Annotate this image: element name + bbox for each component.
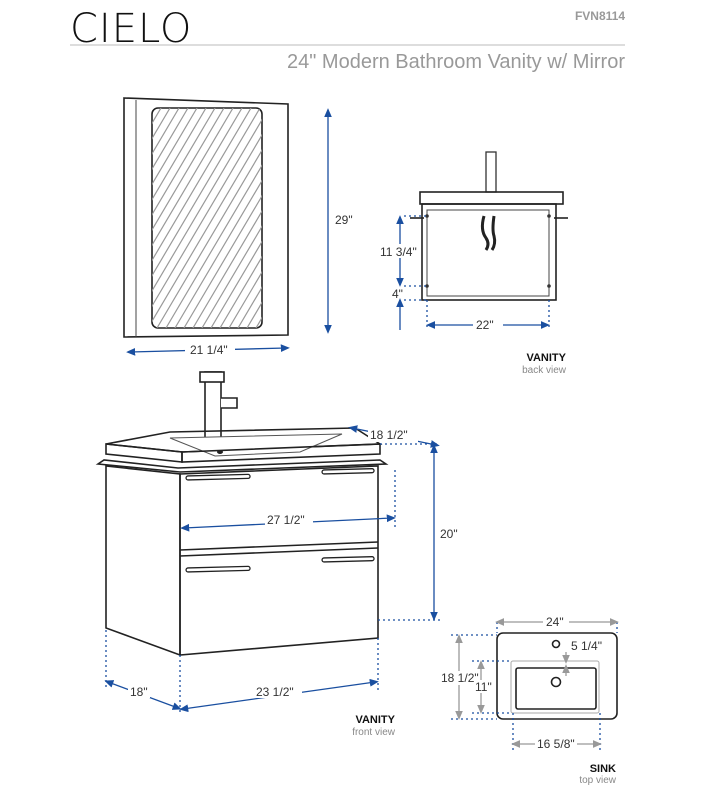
mirror-reflection-line — [152, 108, 171, 328]
vanity-back-view: back view — [522, 365, 567, 376]
mirror-reflection-line — [152, 108, 153, 328]
mirror-reflection-line — [0, 108, 125, 328]
sink-title: SINK — [590, 763, 616, 775]
sink-depth-label: 18 1/2" — [441, 671, 479, 685]
mirror-reflection-line — [152, 108, 234, 328]
mirror-drawing — [0, 97, 289, 338]
mirror-reflection-line — [152, 108, 162, 328]
mirror-reflection-line — [210, 108, 262, 328]
mirror-reflection-line — [228, 108, 262, 328]
mirror-reflection-line — [255, 108, 262, 328]
mirror-reflection-line — [219, 108, 262, 328]
mirror-reflection-line — [4, 108, 134, 328]
mirror-reflection-line — [174, 108, 262, 328]
mirror-reflection-line — [152, 108, 225, 328]
mirror-reflection-line — [152, 108, 261, 328]
basin-depth-label: 11" — [475, 680, 492, 694]
mirror-reflection-line — [152, 108, 243, 328]
back-height-lower-label: 4" — [392, 287, 403, 301]
vanity-back-drawing — [410, 151, 568, 301]
mirror-reflection-line — [0, 108, 71, 328]
back-height-upper-label: 11 3/4" — [380, 245, 417, 259]
mirror-reflection-line — [0, 108, 98, 328]
front-width-label: 23 1/2" — [256, 685, 294, 699]
mirror-width-label: 21 1/4" — [190, 343, 228, 357]
vanity-back-title: VANITY — [526, 352, 566, 364]
offset-label: 5 1/4" — [571, 639, 602, 653]
vanity-front-drawing — [95, 371, 389, 657]
mirror-reflection-line — [237, 108, 262, 328]
subtitle: 24" Modern Bathroom Vanity w/ Mirror — [287, 51, 625, 73]
sink-drawing — [496, 632, 618, 720]
mirror-reflection-line — [152, 108, 207, 328]
mirror-height-label: 29" — [335, 213, 353, 227]
mirror-reflection-line — [152, 108, 198, 328]
mirror-reflection-line — [192, 108, 262, 328]
basin-width-label: 16 5/8" — [537, 737, 575, 751]
vanity-front-view: front view — [352, 727, 396, 738]
mirror-reflection-line — [152, 108, 189, 328]
sink-width-label: 24" — [546, 615, 564, 629]
mirror-reflection-line — [165, 108, 262, 328]
mirror-reflection-line — [156, 108, 262, 328]
mirror-reflection-line — [152, 108, 262, 328]
front-depth-label: 18" — [130, 685, 148, 699]
mirror-reflection-line — [246, 108, 262, 328]
mirror-reflection-line — [152, 108, 180, 328]
mirror-reflection-line — [0, 108, 116, 328]
mirror-reflection-line — [0, 108, 107, 328]
front-height-label: 20" — [440, 527, 458, 541]
model-number: FVN8114 — [575, 9, 625, 23]
mirror-reflection-line — [0, 108, 62, 328]
mirror-reflection-line — [201, 108, 262, 328]
mirror-reflection-line — [183, 108, 262, 328]
counter-width-label: 27 1/2" — [267, 513, 305, 527]
sink-view: top view — [579, 775, 616, 786]
front-depth-top-label: 18 1/2" — [370, 428, 408, 442]
mirror-reflection-line — [152, 108, 252, 328]
mirror-reflection-line — [0, 108, 89, 328]
mirror-reflection-line — [152, 108, 262, 328]
mirror-reflection-line — [0, 108, 80, 328]
mirror-reflection-line — [152, 108, 216, 328]
brand-title: CIELO — [70, 6, 192, 52]
vanity-front-title: VANITY — [355, 714, 395, 726]
back-width-label: 22" — [476, 318, 494, 332]
